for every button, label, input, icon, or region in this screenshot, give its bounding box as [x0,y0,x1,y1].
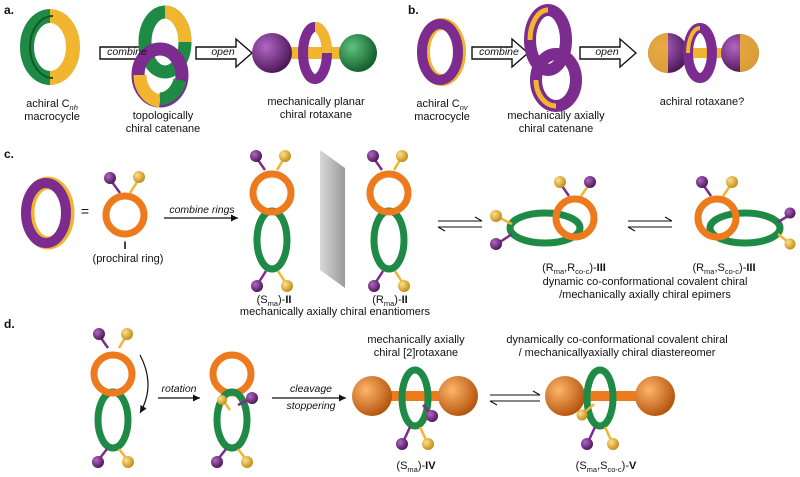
cleavage-label: cleavage [289,383,333,395]
prochiral-ring-label: (prochiral ring) [92,253,164,265]
catenane-S-II [249,150,295,292]
enantiomers-label: mechanically axially chiral enantiomers [239,306,431,318]
label-RR-III: (Rma,Rco-c)-III [542,262,606,277]
combine-rings-label: combine rings [169,204,235,216]
panel-label-a: a. [4,3,15,17]
label-R-II: (Rma)-II [372,294,408,309]
prochiral-macrocycle [21,176,75,250]
cnv-macrocycle-label: achiral Cnv macrocycle [414,98,470,123]
panel-b-graphics [417,4,759,112]
open-label-b: open [595,46,619,58]
equilibrium-arrows-c2 [627,216,673,232]
mirror-plane [320,150,345,288]
achiral-rotaxane-label: achiral rotaxane? [659,96,745,108]
panel-label-b: b. [408,3,419,17]
equilibrium-arrows-d [489,390,541,406]
panel-label-d: d. [4,317,15,331]
panel-c-graphics [21,150,796,292]
cnv-macrocycle [417,18,466,86]
open-arrow-a [195,37,254,69]
combine-arrow-b [471,37,530,69]
panel-d-graphics [90,328,675,468]
label-IV: (Sma)-IV [396,460,436,475]
catenane-d1 [90,328,149,468]
label-V: (Sma,Sco-c)-V [575,460,637,475]
stoppering-label: stoppering [286,400,336,412]
axially-chiral-catenane [524,4,582,112]
cnh-macrocycle [20,9,80,85]
planar-chiral-rotaxane [252,22,377,84]
panel-label-c: c. [4,147,15,161]
cnh-macrocycle-label: achiral Cnh macrocycle [24,98,80,123]
equals-sign: = [80,203,90,219]
ring-I-label: I [123,240,127,252]
diastereomer-title: dynamically co-conformational covalent c… [506,334,728,359]
label-S-II: (Sma)-II [256,294,292,309]
combine-label-b: combine [479,46,519,58]
ring-I [102,171,148,238]
catenane-R-II [366,150,412,292]
equilibrium-arrows-c1 [437,216,483,232]
open-arrow-b [579,37,638,69]
label-RS-III: (Rma,Sco-c)-III [692,262,756,277]
open-label-a: open [211,46,235,58]
topological-catenane [131,5,192,108]
epimer-RS-III [694,176,796,250]
epimers-label: dynamic co-conformational covalent chira… [542,276,748,301]
rotaxane-IV [352,366,478,450]
rotaxane-V [545,366,675,450]
achiral-rotaxane [648,23,759,83]
panel-a-graphics [20,5,377,108]
catenane-d2 [209,351,258,468]
epimer-RR-III [490,176,598,250]
rotation-label: rotation [161,383,197,395]
combine-label-a: combine [107,46,147,58]
